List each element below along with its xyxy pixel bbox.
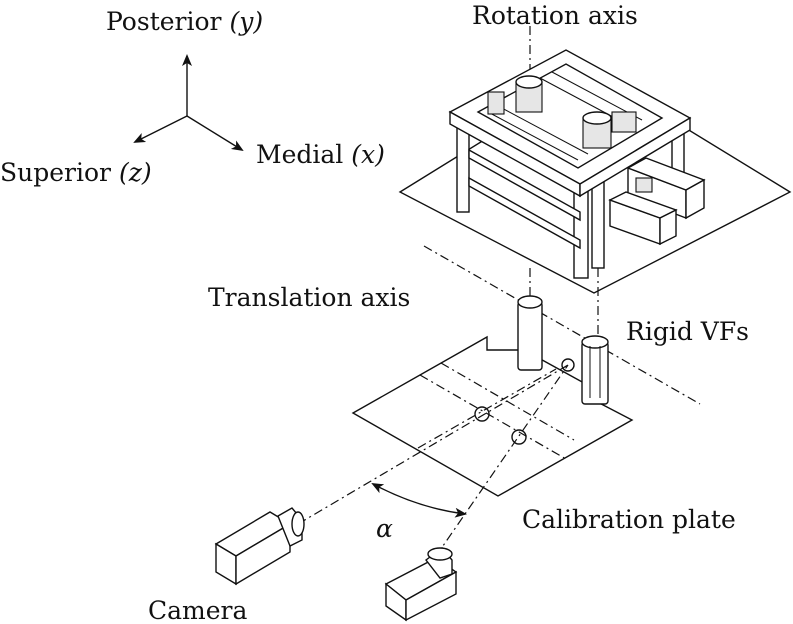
rig-leg	[573, 185, 589, 279]
posterior-label: Posterior (y)	[106, 7, 263, 36]
camera-2-lens-front	[427, 547, 453, 561]
calibration-plate-label: Calibration plate	[522, 505, 736, 534]
marker-point	[511, 429, 527, 445]
rigid-rig	[448, 49, 706, 279]
camera-label: Camera	[148, 596, 247, 624]
superior-label: Superior (z)	[0, 158, 152, 187]
rig-bar	[468, 148, 581, 222]
angle-arc	[371, 483, 467, 518]
plate-grid-line	[440, 362, 575, 441]
camera-1-front	[235, 522, 291, 586]
medial-axis-arrow	[186, 115, 244, 152]
rig-clamp	[487, 91, 505, 115]
rigid-vf-left-top	[517, 295, 543, 309]
camera-1-lens-front	[291, 511, 305, 537]
rig-rail	[497, 105, 589, 155]
camera-2-front	[405, 570, 457, 622]
rigid-vfs-label: Rigid VFs	[626, 317, 749, 346]
superior-axis-arrow	[133, 115, 188, 143]
marker-point	[474, 406, 490, 422]
camera2-sight-line	[435, 364, 569, 557]
motor-slot	[635, 177, 653, 193]
camera-1	[214, 507, 305, 586]
rigid-vf-right	[581, 341, 609, 405]
rotation-axis-label: Rotation axis	[472, 1, 638, 30]
rig-clamp	[611, 111, 637, 133]
target-point	[561, 358, 575, 372]
rigid-vfs	[517, 295, 609, 405]
translation-axis-line	[423, 245, 701, 405]
rig-bar	[468, 176, 581, 250]
angle-label: α	[376, 514, 393, 543]
medial-label: Medial (x)	[256, 140, 385, 169]
rig-motor-cap	[582, 111, 612, 125]
rig-rail	[487, 111, 579, 161]
coordinate-axes	[133, 54, 244, 152]
linear-motor-end	[685, 178, 705, 220]
camera-2	[384, 547, 458, 622]
rigid-vf-right-top	[581, 335, 609, 349]
rig-top-side	[579, 116, 691, 198]
translation-axis-label: Translation axis	[208, 283, 410, 312]
rigid-vf-left	[517, 301, 543, 371]
rig-leg	[591, 175, 605, 269]
camera1-sight-line	[297, 364, 569, 525]
plate-grid-line	[419, 374, 567, 460]
linear-motor-end	[659, 208, 677, 246]
rig-motor-cap	[515, 75, 543, 89]
